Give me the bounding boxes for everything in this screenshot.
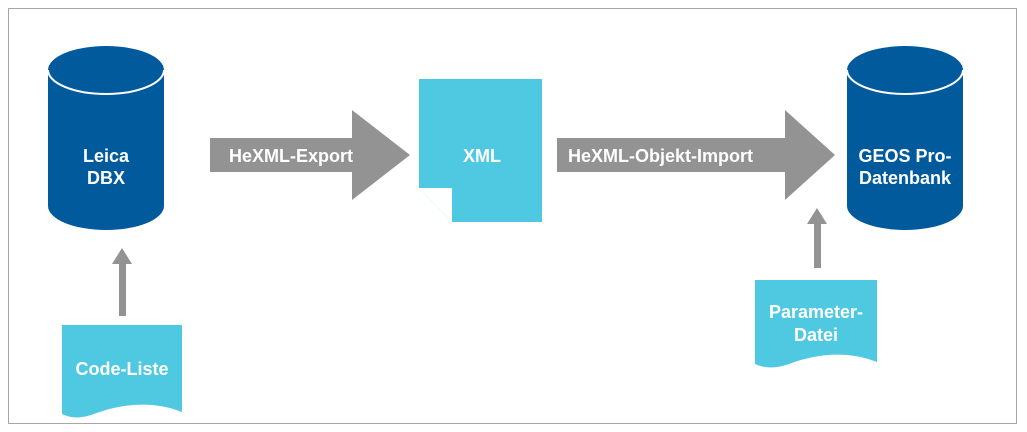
leica-dbx-line2: DBX — [87, 168, 125, 188]
import-arrow-shape — [557, 110, 835, 200]
leica-dbx-database: Leica DBX — [47, 46, 165, 230]
arrow-head — [807, 208, 827, 224]
parameter-file-shape — [755, 280, 877, 368]
geos-pro-line2: Datenbank — [859, 168, 952, 188]
hexml-export-arrow: HeXML-Export — [210, 110, 410, 200]
database-rim — [846, 69, 964, 95]
arrow-shaft — [119, 262, 126, 316]
code-list-shape — [62, 325, 182, 418]
geos-pro-line1: GEOS Pro- — [858, 146, 951, 166]
parameter-file-line1: Parameter- — [769, 302, 863, 322]
xml-document-fold — [419, 188, 452, 222]
database-rim — [47, 69, 165, 95]
parameter-file-document: Parameter- Datei — [755, 280, 877, 368]
import-arrow-label: HeXML-Objekt-Import — [568, 146, 753, 166]
database-body — [48, 70, 164, 230]
code-list-up-arrow — [112, 248, 132, 316]
leica-dbx-line1: Leica — [83, 146, 130, 166]
database-top — [48, 46, 164, 94]
export-arrow-shape — [210, 110, 410, 200]
xml-document-page — [419, 79, 542, 222]
export-arrow-label: HeXML-Export — [229, 146, 353, 166]
code-list-document: Code-Liste — [62, 325, 182, 418]
arrow-shaft — [814, 222, 821, 268]
param-file-up-arrow — [807, 208, 827, 268]
hexml-import-arrow: HeXML-Objekt-Import — [557, 110, 835, 200]
code-list-label: Code-Liste — [75, 359, 168, 379]
xml-document-label: XML — [463, 146, 501, 166]
arrow-head — [112, 248, 132, 264]
xml-document: XML — [419, 79, 542, 222]
database-top — [847, 46, 963, 94]
diagram-frame — [8, 8, 1017, 424]
database-body — [847, 70, 963, 230]
geos-pro-database: GEOS Pro- Datenbank — [846, 46, 964, 230]
parameter-file-line2: Datei — [794, 325, 838, 345]
